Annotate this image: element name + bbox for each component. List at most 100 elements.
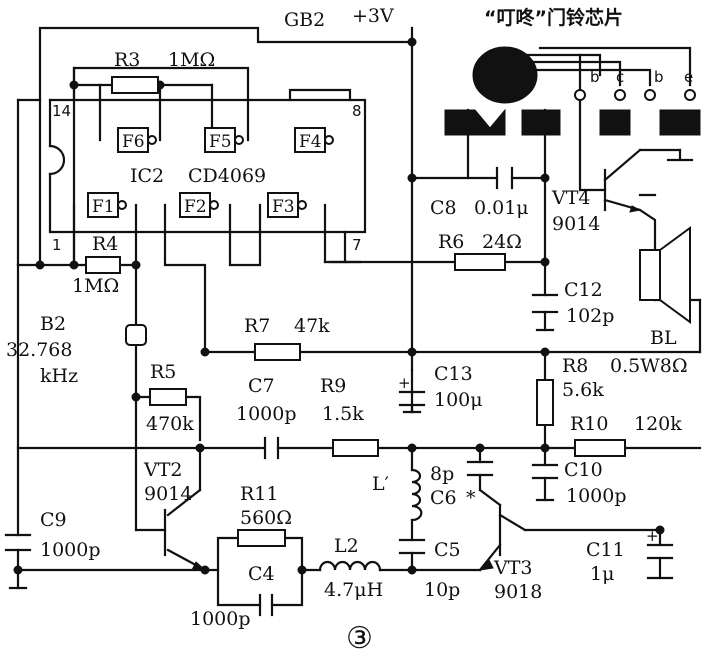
vt2-part-label: 9014 [144,483,192,505]
b2-freq-label: 32.768 [6,339,72,361]
r7-value-label: 47k [294,315,330,337]
supply-voltage-label: +3V [352,5,394,27]
chip-title-label: “叮咚”门铃芯片 [484,6,623,29]
c11-name-label: C11 [586,539,625,561]
c10-value-label: 1000p [566,485,627,507]
c8-capacitor [495,166,514,190]
c13-name-label: C13 [434,363,473,385]
c6-value-label: 8p [430,463,454,485]
r9-resistor [332,439,379,457]
chip-pin-c: c [616,68,624,86]
r4-value-label: 1MΩ [72,275,119,297]
chip-pin-e: e [684,68,693,86]
b2-name-label: B2 [40,313,66,335]
r5-resistor [149,388,187,406]
c11-capacitor: + [646,527,674,560]
l1-inductor [410,468,423,522]
speaker-name-label: BL [650,327,677,349]
vt2-name-label: VT2 [143,459,182,481]
vt3-name-label: VT3 [493,557,532,579]
c12-name-label: C12 [564,279,603,301]
vt4-name-label: VT4 [551,187,590,209]
c4-name-label: C4 [248,563,275,585]
c5-name-label: C5 [434,539,461,561]
pin-7-label: 7 [352,236,362,254]
junction-dots [13,37,665,575]
gate-f1-label: F1 [92,197,115,217]
pin-1-label: 1 [52,236,62,254]
c5-value-label: 10p [424,579,460,601]
c9-capacitor [4,533,32,552]
c13-capacitor: + [398,374,426,414]
r3-value-label: 1MΩ [168,49,215,71]
l1-name-label: L′ [372,473,389,495]
r10-resistor [574,439,626,457]
svg-text:+: + [398,374,411,392]
doorbell-chip-icon [444,46,701,136]
gate-f6 [117,127,157,153]
r7-name-label: R7 [244,315,270,337]
gate-f6-label: F6 [122,132,145,152]
r7-resistor [254,343,301,361]
c7-name-label: C7 [248,375,275,397]
c6-capacitor [466,460,494,477]
r9-value-label: 1.5k [322,403,364,425]
l2-name-label: L2 [334,535,359,557]
svg-text:+: + [646,527,659,545]
r8-resistor [536,379,554,426]
r6-name-label: R6 [438,231,464,253]
vt3-transistor [478,559,494,571]
r6-value-label: 24Ω [482,231,522,253]
gate-f4 [294,127,334,153]
r11-name-label: R11 [240,483,278,505]
vt2-transistor [163,508,207,571]
r10-name-label: R10 [570,413,608,435]
gate-f5-label: F5 [209,132,232,152]
gate-f5 [204,127,244,153]
b2-crystal [125,324,147,346]
figure-number-label: ③ [346,621,373,656]
ic-part-label: CD4069 [188,165,266,187]
gate-f2 [179,192,219,218]
r3-name-label: R3 [114,49,140,71]
r9-name-label: R9 [320,375,346,397]
gate-f3 [267,192,307,218]
c10-name-label: C10 [564,459,603,481]
gate-f4-label: F4 [299,132,322,152]
gate-f2-label: F2 [184,197,207,217]
c11-value-label: 1μ [590,563,614,585]
vt4-part-label: 9014 [552,213,600,235]
speaker-icon [639,226,691,324]
c8-value-label: 0.01μ [474,197,529,219]
r4-name-label: R4 [92,233,118,255]
speaker-rating-label: 0.5W8Ω [610,355,688,377]
r3-resistor [111,76,159,94]
battery-label: GB2 [284,9,325,31]
c13-value-label: 100μ [434,389,483,411]
c4-capacitor [258,593,274,617]
c7-value-label: 1000p [236,403,297,425]
c10-capacitor [531,463,559,480]
chip-pin-b2: b [654,68,664,86]
c12-value-label: 102p [566,305,614,327]
c4-value-label: 1000p [190,608,251,630]
vt4-transistor [603,148,642,213]
c6-mark-label: * [466,487,476,509]
r10-value-label: 120k [634,413,682,435]
r11-value-label: 560Ω [240,507,292,529]
c6-name-label: C6 [430,487,457,509]
c8-name-label: C8 [430,197,457,219]
c9-value-label: 1000p [40,539,101,561]
l2-inductor [318,560,382,572]
r4-resistor [85,256,121,274]
l2-value-label: 4.7μH [324,579,383,601]
c9-name-label: C9 [40,509,67,531]
r5-value-label: 470k [146,413,194,435]
chip-pin-b1: b [590,68,600,86]
vt3-part-label: 9018 [494,581,542,603]
b2-unit-label: kHz [40,365,78,387]
ic-name-label: IC2 [130,165,164,187]
gate-f3-label: F3 [272,197,295,217]
c12-capacitor [531,293,559,314]
